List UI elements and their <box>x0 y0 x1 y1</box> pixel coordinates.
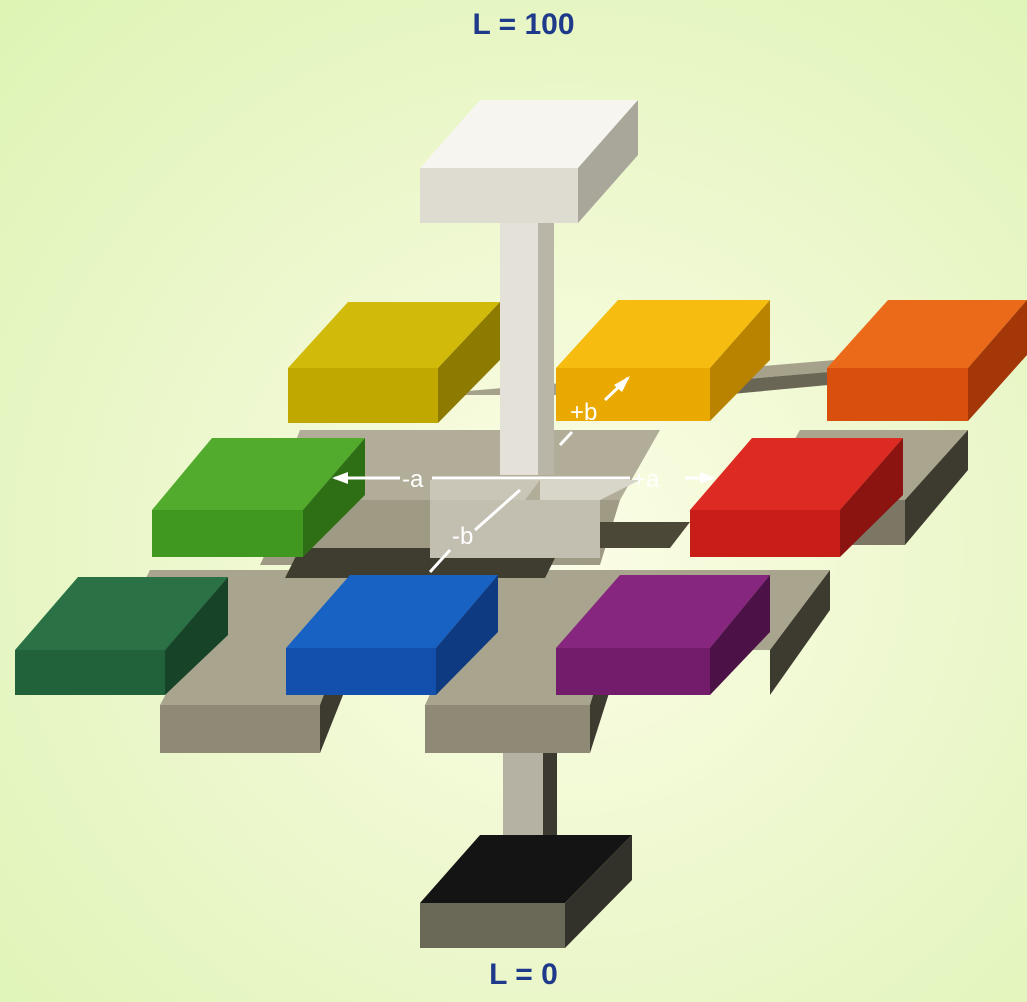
dark-green-block <box>15 577 228 695</box>
minus-b-label: -b <box>452 523 473 550</box>
orange-block <box>827 300 1027 421</box>
white-block <box>420 100 638 223</box>
lightness-top-label: L = 100 <box>472 8 575 41</box>
yellow-block <box>556 300 770 421</box>
black-block <box>420 835 632 948</box>
blue-block <box>286 575 498 695</box>
plus-b-label: +b <box>570 399 597 426</box>
lightness-bottom-label: L = 0 <box>489 958 558 991</box>
a-b-axes: -a +a +b -b <box>332 376 716 574</box>
lightness-axis-upper <box>430 220 640 558</box>
green-block <box>152 438 365 557</box>
minus-a-label: -a <box>402 466 424 493</box>
purple-block <box>556 575 770 695</box>
red-block <box>690 438 903 557</box>
plus-a-label: +a <box>632 466 660 493</box>
yellow-green-block <box>288 302 500 423</box>
